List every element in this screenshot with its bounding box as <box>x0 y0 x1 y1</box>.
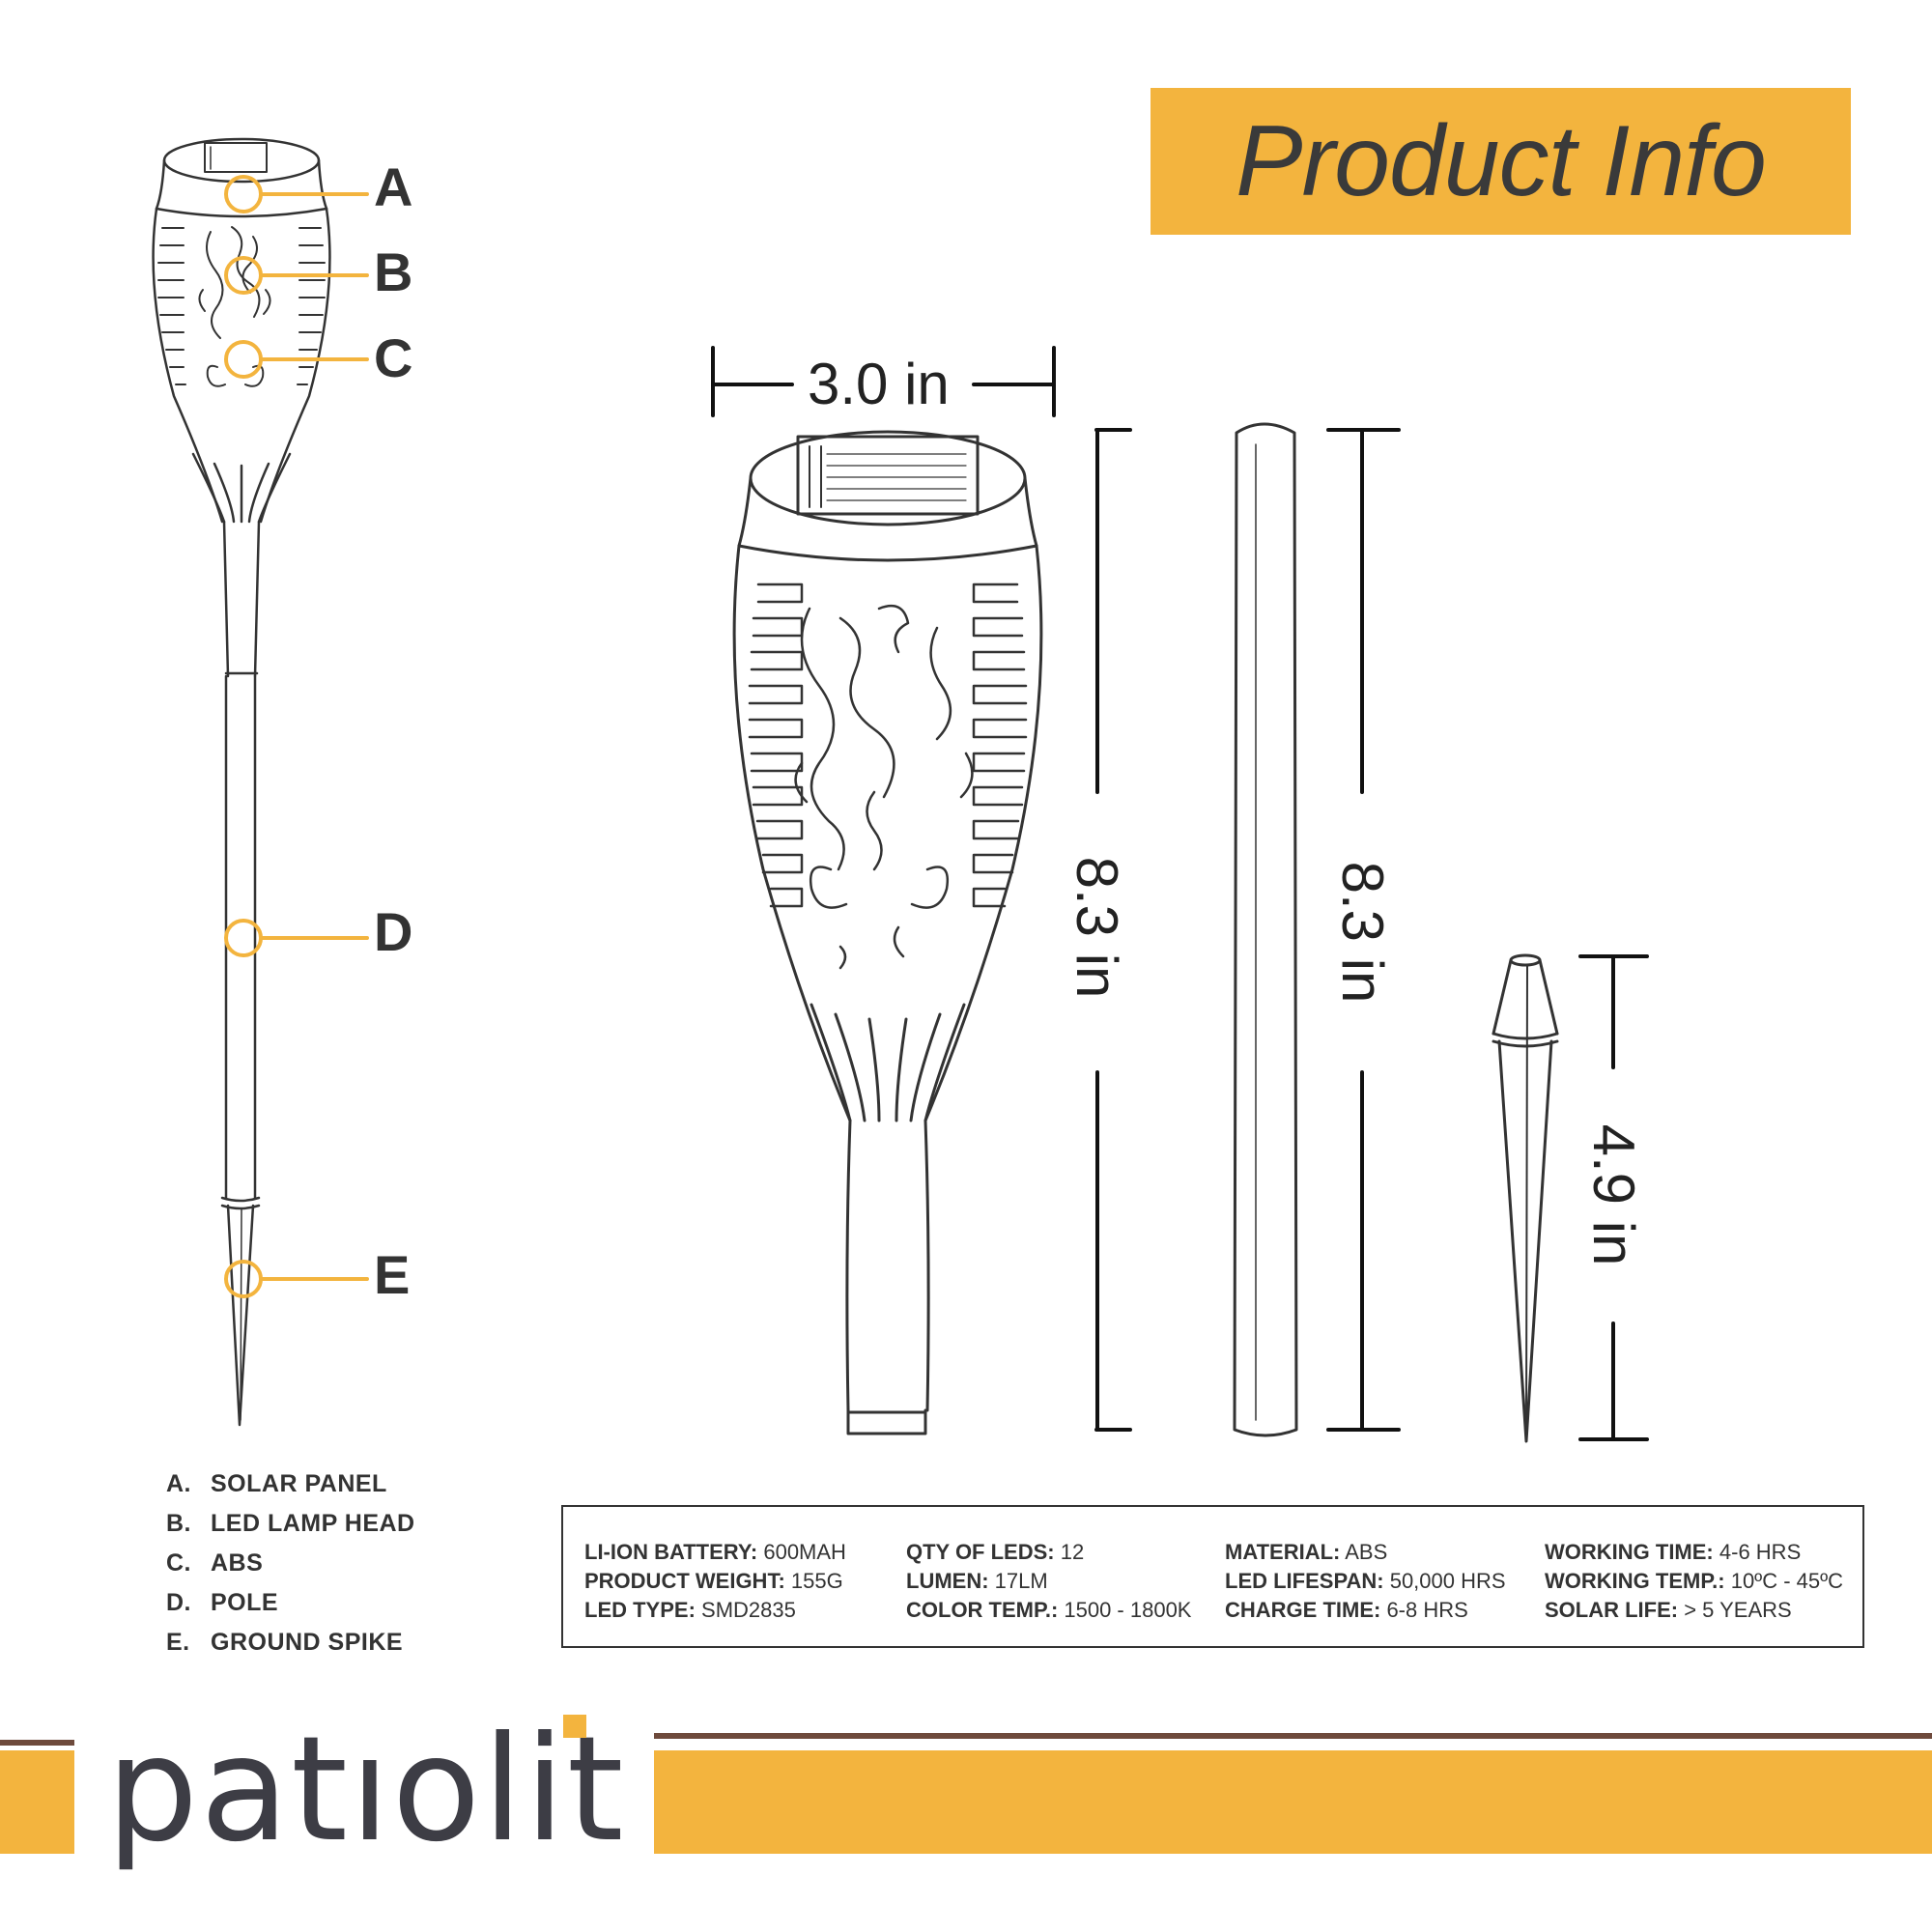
part-name: POLE <box>211 1589 279 1616</box>
part-name: SOLAR PANEL <box>211 1470 387 1497</box>
callout-letter-c: C <box>374 327 413 388</box>
spec-led-type: LED TYPE: SMD2835 <box>584 1598 796 1622</box>
spike-length-label: 4.9 in <box>1581 1123 1646 1266</box>
brand-logo: patıolit <box>106 1706 626 1874</box>
spec-column-4: WORKING TIME: 4-6 HRS WORKING TEMP.: 10º… <box>1545 1538 1843 1625</box>
callout-letter-e: E <box>374 1244 411 1305</box>
spec-working-temp: WORKING TEMP.: 10ºC - 45ºC <box>1545 1569 1844 1593</box>
part-name: LED LAMP HEAD <box>211 1510 415 1537</box>
spec-column-2: QTY OF LEDS: 12 LUMEN: 17LM COLOR TEMP.:… <box>906 1538 1192 1625</box>
head-width-label: 3.0 in <box>808 352 950 416</box>
callout-letter-a: A <box>374 156 413 217</box>
spec-weight: PRODUCT WEIGHT: 155G <box>584 1569 843 1593</box>
footer-accent-line-right <box>654 1733 1932 1739</box>
callout-letter-d: D <box>374 901 413 962</box>
spike-drawing <box>1492 953 1559 1443</box>
part-name: ABS <box>211 1549 264 1577</box>
part-row-abs: C. ABS <box>166 1549 264 1577</box>
part-row-pole: D. POLE <box>166 1589 279 1616</box>
spec-column-3: MATERIAL: ABS LED LIFESPAN: 50,000 HRS C… <box>1225 1538 1506 1625</box>
head-height-dimension <box>1094 428 1132 1432</box>
part-row-led-lamp-head: B. LED LAMP HEAD <box>166 1510 415 1537</box>
head-width-dimension <box>711 346 1056 417</box>
pole-length-label: 8.3 in <box>1330 861 1395 1004</box>
footer-accent-line-left <box>0 1740 74 1746</box>
head-height-label: 8.3 in <box>1065 856 1129 999</box>
spec-charge-time: CHARGE TIME: 6-8 HRS <box>1225 1598 1468 1622</box>
spec-column-1: LI-ION BATTERY: 600MAH PRODUCT WEIGHT: 1… <box>584 1538 846 1625</box>
banner-title: Product Info <box>1236 104 1767 217</box>
large-torch-head-drawing <box>732 430 1043 1435</box>
part-row-ground-spike: E. GROUND SPIKE <box>166 1629 404 1656</box>
footer-accent-bar-left <box>0 1750 74 1854</box>
pole-length-dimension <box>1326 428 1401 1432</box>
spec-battery: LI-ION BATTERY: 600MAH <box>584 1540 846 1564</box>
callout-letter-b: B <box>374 242 413 302</box>
pole-drawing <box>1233 422 1298 1437</box>
small-torch-drawing <box>152 137 331 1427</box>
part-name: GROUND SPIKE <box>211 1629 404 1656</box>
product-info-banner: Product Info <box>1151 88 1851 235</box>
spec-solar-life: SOLAR LIFE: > 5 YEARS <box>1545 1598 1792 1622</box>
parts-list: A. SOLAR PANEL B. LED LAMP HEAD C. ABS D… <box>166 1464 485 1662</box>
spec-led-lifespan: LED LIFESPAN: 50,000 HRS <box>1225 1569 1506 1593</box>
footer-accent-bar-right <box>654 1750 1932 1854</box>
part-row-solar-panel: A. SOLAR PANEL <box>166 1470 387 1497</box>
spec-color-temp: COLOR TEMP.: 1500 - 1800K <box>906 1598 1192 1622</box>
spec-working-time: WORKING TIME: 4-6 HRS <box>1545 1540 1802 1564</box>
spec-qty-leds: QTY OF LEDS: 12 <box>906 1540 1085 1564</box>
spec-lumen: LUMEN: 17LM <box>906 1569 1048 1593</box>
callout-c-marker <box>224 340 263 379</box>
brand-logo-dot <box>563 1715 586 1738</box>
specifications-box: LI-ION BATTERY: 600MAH PRODUCT WEIGHT: 1… <box>561 1505 1864 1648</box>
spec-material: MATERIAL: ABS <box>1225 1540 1388 1564</box>
spike-length-dimension <box>1578 954 1649 1441</box>
product-drawings <box>152 137 1649 1443</box>
